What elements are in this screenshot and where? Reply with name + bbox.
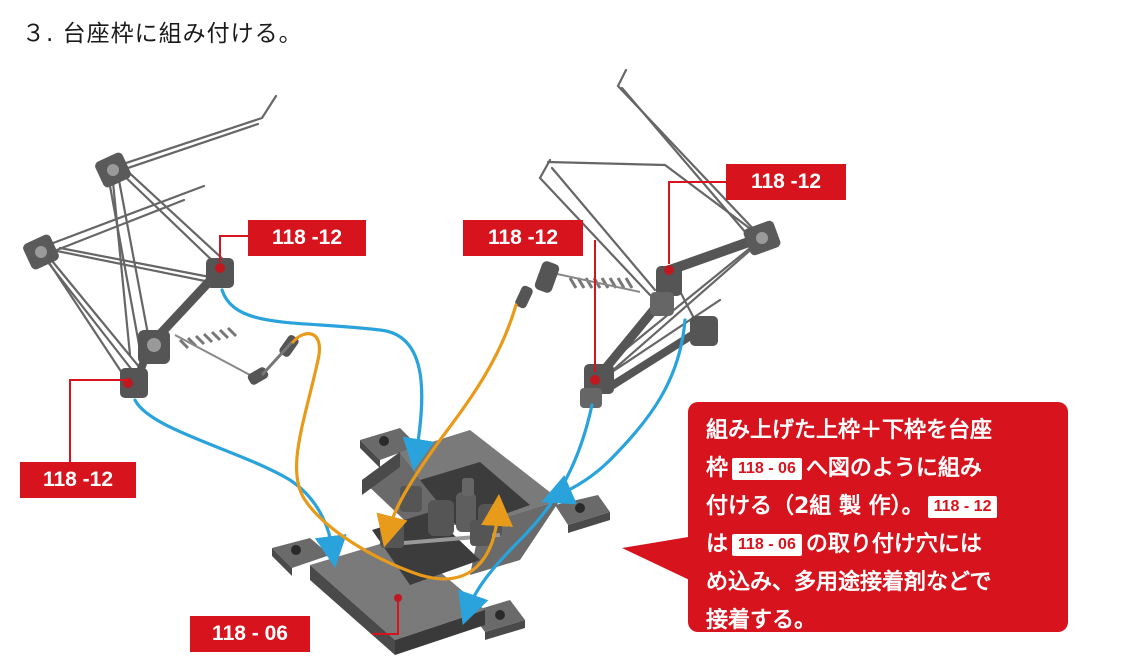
- orange-arrows: [291, 303, 518, 581]
- arrow-right-spring-to-frame: [376, 303, 518, 548]
- part-chip-118-12: 118 - 12: [927, 496, 998, 518]
- instruction-text-4b: の取り付け穴には: [805, 532, 982, 557]
- arrow-lower-left-to-frame: [133, 398, 347, 568]
- leader-upper-left: [219, 235, 248, 262]
- left-arm-assembly: [23, 94, 299, 398]
- leader-right-upper: [668, 181, 726, 264]
- instruction-line-3: 付ける（2組 製 作）。118 - 12: [706, 488, 1058, 526]
- instruction-line-6: 接着する。: [706, 608, 817, 633]
- part-chip-118-06: 118 - 06: [732, 458, 802, 480]
- part-label-center-upper: 118 -12: [463, 220, 583, 256]
- leader-lower-left: [69, 379, 128, 462]
- arrow-left-spring-to-frame: [291, 332, 514, 581]
- part-label-right-upper: 118 -12: [726, 164, 846, 200]
- arrow-upper-left-to-frame: [220, 288, 435, 471]
- instruction-text-3a: 付ける（2組 製 作）。: [706, 494, 924, 519]
- instruction-line-1: 組み上げた上枠＋下枠を台座: [706, 418, 993, 443]
- leader-base-frame: [372, 602, 399, 635]
- instruction-text-2a: 枠: [706, 456, 729, 481]
- instruction-line-5: め込み、多用途接着剤などで: [706, 570, 992, 595]
- arrow-right-upper-to-frame: [541, 318, 687, 505]
- instruction-text-2b: へ図のように組み: [805, 456, 982, 481]
- instruction-text-4a: は: [706, 532, 729, 557]
- part-label-lower-left: 118 -12: [20, 462, 136, 498]
- leader-lines: [69, 181, 726, 635]
- part-chip-118-06-b: 118 - 06: [732, 534, 802, 556]
- arrow-right-lower-to-frame: [458, 403, 594, 626]
- part-label-upper-left: 118 -12: [248, 220, 366, 256]
- instruction-callout: [688, 402, 1068, 632]
- step-title: ３. 台座枠に組み付ける。: [22, 21, 303, 47]
- blue-arrows: [133, 288, 687, 626]
- right-arm-assembly: [515, 68, 781, 408]
- part-label-base-frame: 118 - 06: [190, 616, 310, 652]
